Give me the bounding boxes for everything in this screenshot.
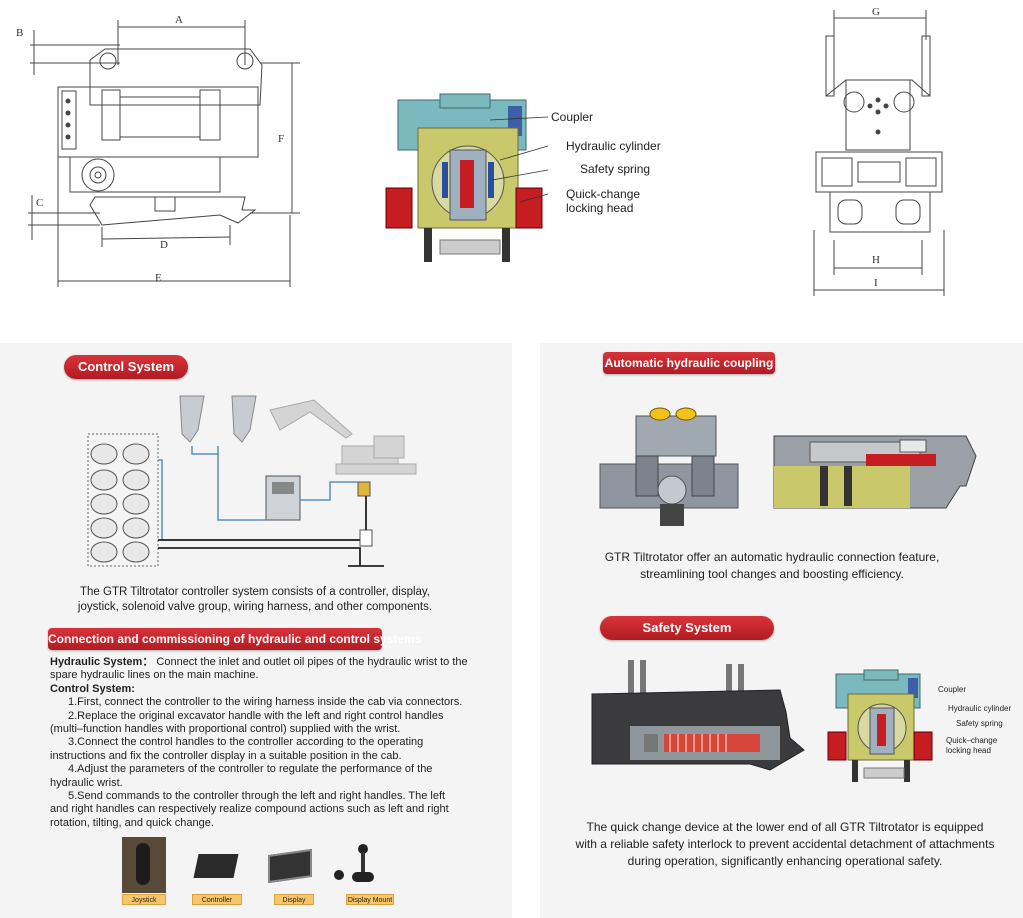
cutaway-svg-top [385,93,549,262]
control-system-svg [87,395,417,567]
caption-display-mount: Display Mount [346,894,394,905]
joystick-photo [122,837,166,893]
step-4-cont: hydraulic wrist. [50,776,123,789]
callout-hydraulic-cylinder: Hydraulic cylinder [566,139,661,153]
dim-label-c: C [36,197,44,209]
dim-label-f: F [278,133,285,145]
mount-ball-icon [358,844,368,854]
control-system-description: The GTR Tiltrotator controller system co… [50,585,460,615]
dim-label-e: E [155,272,162,284]
safety-desc-line-3: during operation, significantly enhancin… [627,854,943,868]
hydraulic-system-line-1: Hydraulic System： Connect the inlet and … [50,656,470,669]
safety-callout-locking-head: locking head [946,746,991,755]
safety-callout-coupler: Coupler [938,685,967,694]
step-2-cont: (multi–function handles with proportiona… [50,723,401,736]
control-desc-line-2: joystick, solenoid valve group, wiring h… [77,601,433,613]
dim-label-h: H [872,254,880,266]
safety-description: The quick change device at the lower end… [560,819,1010,870]
connection-heading: Connection and commissioning of hydrauli… [48,628,421,650]
cutaway-svg-bottom [827,669,933,782]
connection-body: Hydraulic System： Connect the inlet and … [50,656,470,830]
dim-label-a: A [175,14,183,26]
safety-desc-line-2: with a reliable safety interlock to prev… [575,837,995,851]
step-5: 5.Send commands to the controller throug… [68,790,446,803]
step-3-cont: instructions and fix the controller disp… [50,749,402,762]
joystick-icon [136,843,150,885]
control-system-diagram [84,390,434,580]
display-icon [268,848,312,884]
caption-controller: Controller [192,894,242,905]
side-view-drawing: A B C D E F [10,5,300,295]
hydraulic-system-text-2: spare hydraulic lines on the main machin… [50,669,259,682]
dim-label-b: B [16,27,24,39]
coupling-cutaway-image [770,426,978,518]
step-1: 1.First, connect the controller to the w… [68,696,463,709]
dim-label-i: I [874,277,878,289]
safety-system-heading: Safety System [600,616,774,640]
step-5-cont-2: rotation, tilting, and quick change. [50,816,214,829]
dim-label-g: G [872,6,880,18]
front-view-drawing: G H I [800,0,960,300]
auto-coupling-desc-line-2: streamlining tool changes and boosting e… [640,567,904,581]
callout-coupler: Coupler [551,110,594,124]
control-desc-line-1: The GTR Tiltrotator controller system co… [79,586,431,598]
controller-icon [193,854,239,878]
front-view-svg [813,10,945,296]
safety-desc-line-1: The quick change device at the lower end… [586,820,984,834]
safety-section-image [590,660,810,780]
cutaway-diagram-top [380,90,550,270]
caption-display: Display [274,894,314,905]
auto-coupling-desc-line-1: GTR Tiltrotator offer an automatic hydra… [604,550,940,564]
coupling-valve-image [596,400,742,530]
control-system-label: Control System: [50,682,135,695]
step-2: 2.Replace the original excavator handle … [68,709,444,722]
mount-base-icon [352,872,374,882]
auto-coupling-description: GTR Tiltrotator offer an automatic hydra… [572,549,972,583]
callout-locking-head: locking head [566,201,634,215]
step-4: 4.Adjust the parameters of the controlle… [68,763,433,776]
hydraulic-system-label: Hydraulic System： [50,656,154,668]
auto-coupling-heading: Automatic hydraulic coupling [603,352,775,374]
coupling-cutaway-svg [773,435,977,509]
coupling-valve-svg [599,407,739,526]
step-5-cont: and right handles can respectively reali… [50,803,449,816]
control-system-heading: Control System [64,355,188,379]
callout-quick-change: Quick-change [566,187,641,201]
mount-knob-icon [334,870,344,880]
caption-joystick: Joystick [122,894,166,905]
hydraulic-system-text-1: Connect the inlet and outlet oil pipes o… [156,656,468,668]
safety-callout-quick-change: Quick–change [946,736,998,745]
safety-section-svg [591,660,805,771]
display-mount-photo [334,842,394,888]
safety-callout-safety-spring: Safety spring [956,719,1003,728]
mount-arm-icon [361,852,365,874]
controller-photo [192,846,242,886]
step-3: 3.Connect the control handles to the con… [68,736,424,749]
callout-safety-spring: Safety spring [580,162,651,176]
side-view-svg [28,20,300,287]
safety-callout-hydraulic-cylinder: Hydraulic cylinder [948,704,1012,713]
display-photo [266,848,316,884]
dim-label-d: D [160,239,168,251]
cutaway-diagram-bottom [824,668,936,786]
